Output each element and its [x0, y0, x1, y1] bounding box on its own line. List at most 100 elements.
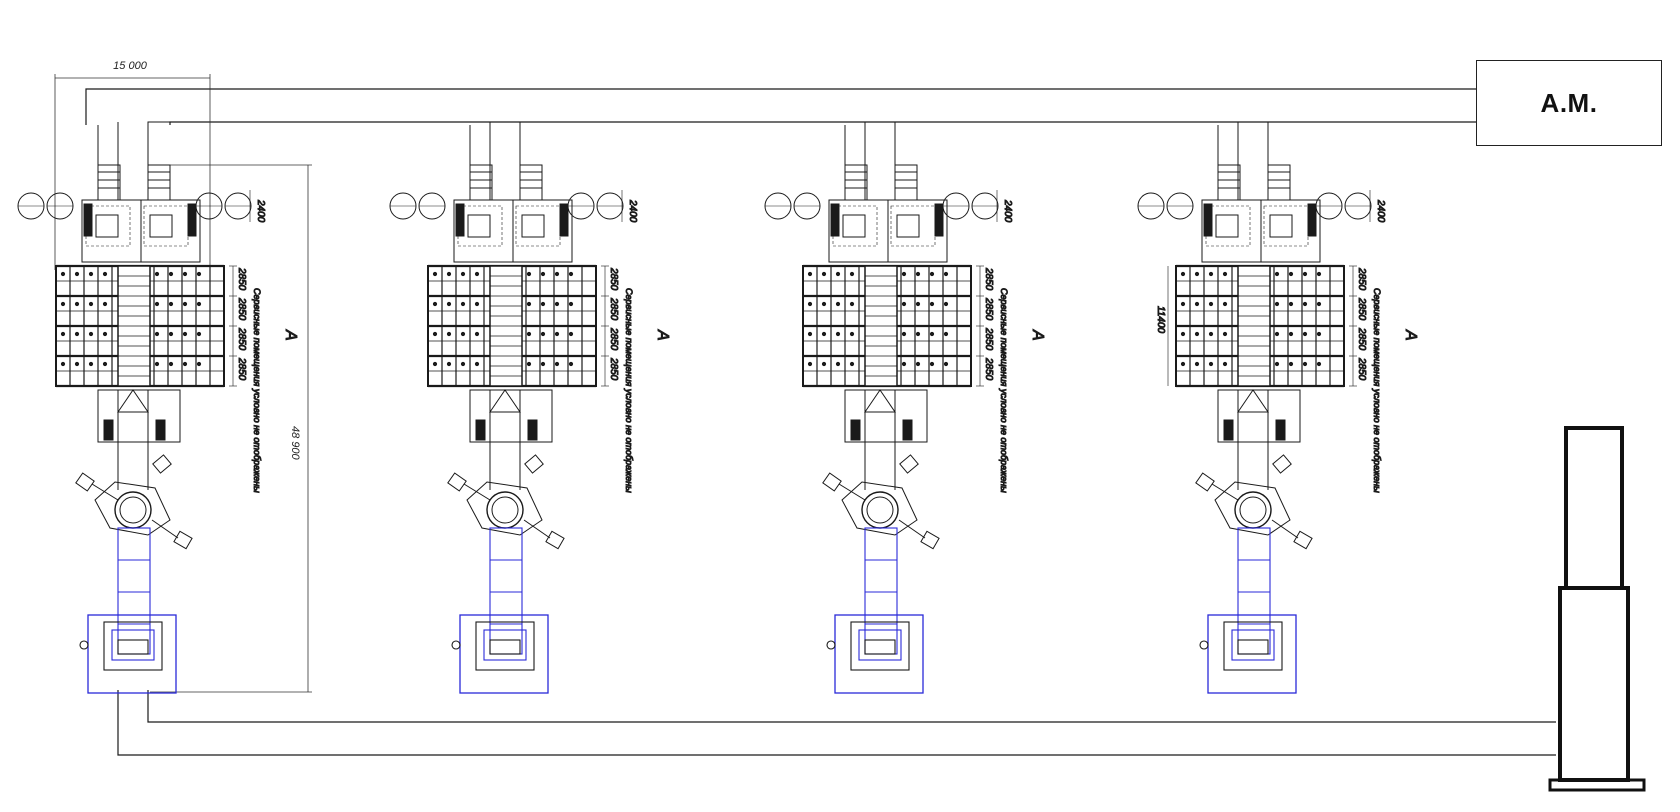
arm-head [173, 530, 193, 550]
loader-cart [902, 419, 913, 441]
robot-arm [83, 203, 93, 237]
receiving-pit [87, 614, 177, 694]
service-rooms-note: Сервисные помещения условно не отображен… [999, 288, 1009, 493]
distributor-frame [841, 481, 918, 536]
transfer-station [1217, 389, 1301, 443]
arm-head [920, 530, 940, 550]
service-rooms-note: Сервисные помещения условно не отображен… [1372, 288, 1382, 493]
spacing-dimension: 2400 [255, 199, 266, 223]
robot-arm [1307, 203, 1317, 237]
overall-width-dimension: 15 000 [113, 60, 147, 72]
row-spacing-dimension: 2850 [983, 267, 994, 291]
row-spacing-dimension: 2850 [236, 327, 247, 351]
equipment-square [467, 214, 491, 238]
service-rooms-note: Сервисные помещения условно не отображен… [624, 288, 634, 493]
spacing-dimension: 2400 [627, 199, 638, 223]
row-spacing-dimension: 2850 [1356, 297, 1367, 321]
receiving-pit [834, 614, 924, 694]
distributor-frame [94, 481, 171, 536]
row-spacing-dimension: 2850 [1356, 357, 1367, 381]
top-header-duct [85, 88, 1476, 125]
title-block-label: А.М. [1540, 87, 1598, 118]
row-spacing-dimension: 2850 [608, 267, 619, 291]
arm-head [1272, 454, 1292, 474]
transfer-station [844, 389, 928, 443]
row-spacing-dimension: 2850 [236, 267, 247, 291]
transfer-arrow [864, 389, 896, 413]
feeder-chute [79, 527, 177, 694]
duct-grille [894, 164, 918, 201]
arm-head [1195, 472, 1215, 492]
loader-cart [850, 419, 861, 441]
arm-head [545, 530, 565, 550]
equipment-square [896, 214, 920, 238]
feeder-chute [451, 527, 549, 694]
arm-head [899, 454, 919, 474]
section-mark: A [654, 329, 671, 341]
transfer-station [97, 389, 181, 443]
loader-cart [155, 419, 166, 441]
robot-arm [559, 203, 569, 237]
section-mark: A [1402, 329, 1419, 341]
robot-arm [455, 203, 465, 237]
receiving-pit [459, 614, 549, 694]
arm-head [822, 472, 842, 492]
row-spacing-dimension: 2850 [1356, 267, 1367, 291]
duct-grille [1217, 164, 1241, 201]
loader-cart [475, 419, 486, 441]
robot-arm [1203, 203, 1213, 237]
equipment-square [521, 214, 545, 238]
loader-cart [527, 419, 538, 441]
duct-grille [97, 164, 121, 201]
receiving-pit [1207, 614, 1297, 694]
row-spacing-dimension: 2850 [983, 357, 994, 381]
robot-arm [934, 203, 944, 237]
row-spacing-dimension: 2850 [983, 297, 994, 321]
equipment-square [1269, 214, 1293, 238]
arm-head [447, 472, 467, 492]
transfer-arrow [1237, 389, 1269, 413]
transfer-arrow [489, 389, 521, 413]
equipment-square [842, 214, 866, 238]
equipment-square [95, 214, 119, 238]
duct-grille [519, 164, 543, 201]
loader-cart [1275, 419, 1286, 441]
row-spacing-dimension: 2850 [983, 327, 994, 351]
title-block: А.М. [1476, 60, 1662, 146]
spacing-dimension: 2400 [1375, 199, 1386, 223]
loader-cart [1223, 419, 1234, 441]
row-spacing-dimension: 2850 [608, 357, 619, 381]
arm-head [524, 454, 544, 474]
distributor-frame [1214, 481, 1291, 536]
feeder-chute [826, 527, 924, 694]
distributor-frame [466, 481, 543, 536]
equipment-square [149, 214, 173, 238]
feeder-chute [1199, 527, 1297, 694]
section-mark: A [1029, 329, 1046, 341]
transfer-station [469, 389, 553, 443]
row-spacing-dimension: 2850 [236, 297, 247, 321]
row-spacing-dimension: 2850 [236, 357, 247, 381]
section-mark: A [282, 329, 299, 341]
arm-head [152, 454, 172, 474]
storage-tank [1548, 426, 1646, 792]
duct-grille [1267, 164, 1291, 201]
loader-cart [103, 419, 114, 441]
service-rooms-note: Сервисные помещения условно не отображен… [252, 288, 262, 493]
equipment-square [1215, 214, 1239, 238]
robot-arm [830, 203, 840, 237]
bottom-return-duct [117, 690, 1556, 756]
overall-dimension-lines [54, 74, 312, 693]
duct-grille [844, 164, 868, 201]
duct-grille [469, 164, 493, 201]
spacing-dimension: 2400 [1002, 199, 1013, 223]
row-spacing-dimension: 2850 [608, 327, 619, 351]
robot-arm [187, 203, 197, 237]
transfer-arrow [117, 389, 149, 413]
row-spacing-dimension: 2850 [608, 297, 619, 321]
